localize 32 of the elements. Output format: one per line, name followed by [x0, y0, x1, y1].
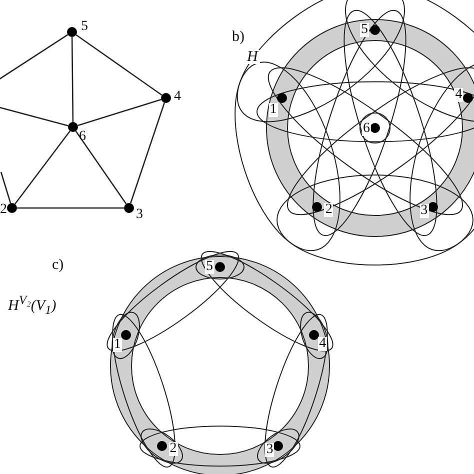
panel-label: c) [52, 258, 64, 272]
graph-edge [130, 102, 166, 204]
panel-label: b) [232, 30, 244, 44]
vertex-dot [124, 203, 134, 213]
graph-edge [0, 34, 68, 81]
graph-edge [75, 130, 127, 204]
hypergraph-name: H$^{V₂}$(V$_{1}$) [6, 293, 58, 317]
graph-edge [76, 34, 162, 96]
vertex-dot [7, 203, 17, 213]
graph-edge [0, 106, 68, 126]
vertex-label: 4 [174, 90, 181, 104]
vertex-label: 2 [324, 203, 334, 218]
vertex-label: 3 [136, 208, 143, 222]
vertex-label: 4 [454, 88, 464, 102]
vertex-label: 3 [265, 443, 274, 458]
graph-edge [17, 207, 124, 209]
vertex-dot [68, 122, 78, 132]
graph-edge [71, 37, 74, 122]
vertex-dot [161, 93, 171, 103]
vertex-label: 2 [0, 203, 7, 217]
vertex-dot [67, 27, 77, 37]
vertex-label: 6 [362, 122, 371, 136]
vertex-label: 5 [81, 20, 88, 34]
vertex-dot [370, 123, 380, 133]
vertex-label: 6 [79, 130, 86, 144]
hypergraph-name: H [245, 50, 260, 64]
vertex-label: 4 [318, 337, 328, 352]
graph-edge [0, 172, 12, 204]
vertex-label: 5 [205, 260, 214, 274]
graph-edge [14, 130, 70, 204]
graph-edge [78, 98, 162, 126]
vertex-label: 5 [360, 23, 369, 37]
